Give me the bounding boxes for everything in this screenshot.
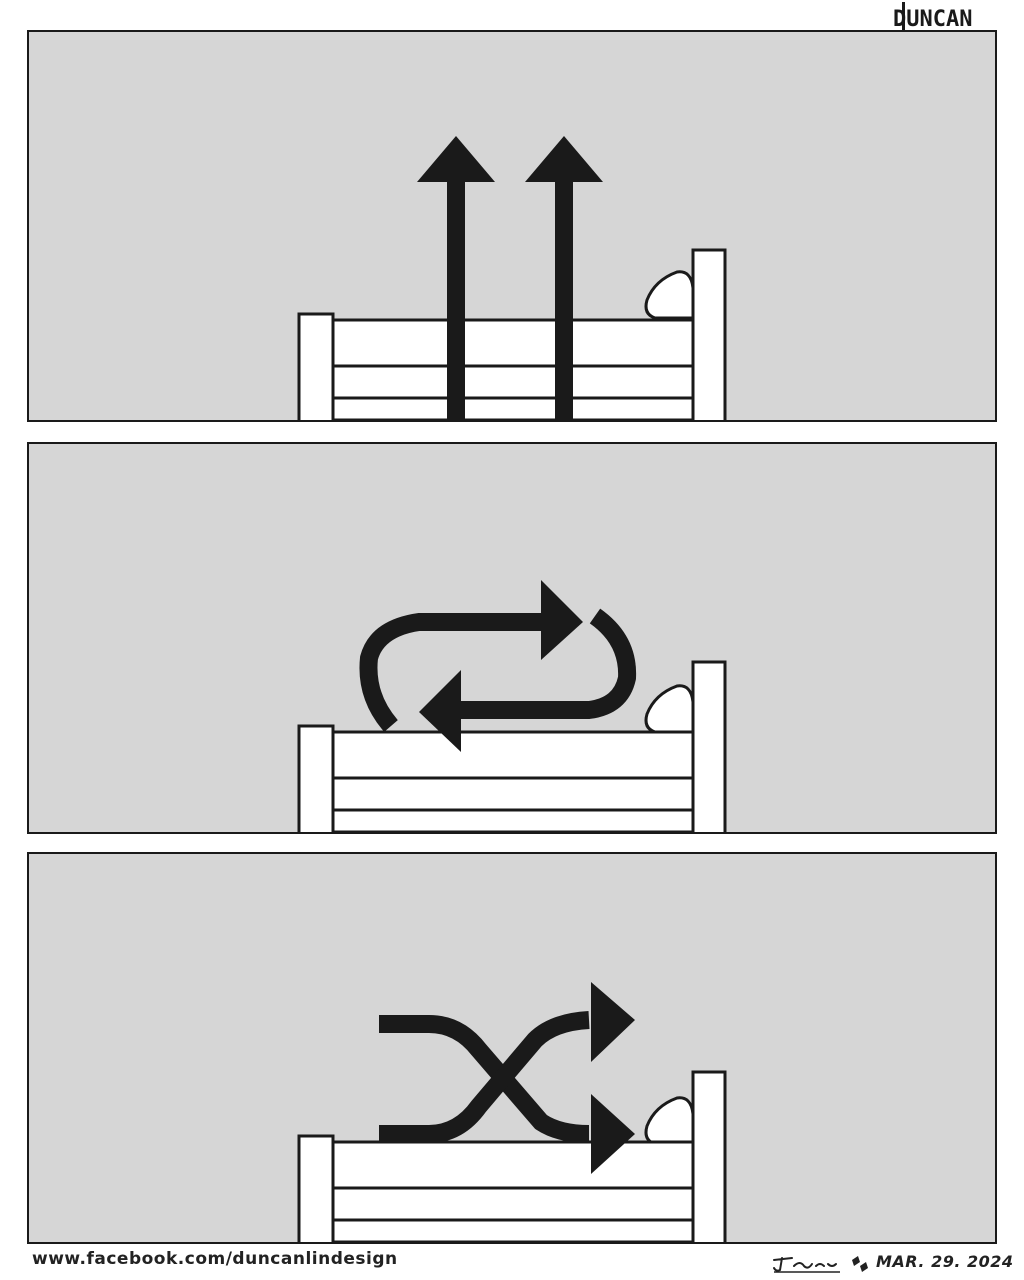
bed-headboard [691,248,727,420]
loop-arrow-top [359,613,544,732]
artist-signature [773,1256,868,1273]
bed-mattress [329,318,695,420]
comic-panel-2 [27,442,997,834]
logo-line-1: DUNCAN [893,7,973,32]
panel-3-drawing [297,982,727,1242]
arrow-shaft [447,178,465,420]
repeat-off-arrows-icon [417,136,603,420]
bed-mattress [329,1140,695,1242]
pillow [644,270,695,320]
shuffle-arrow-up [379,1011,590,1143]
arrow-head [591,982,635,1062]
arrow-head [525,136,603,182]
comic-panel-1 [27,30,997,422]
arrow-head [419,670,461,752]
bed-footboard [297,312,335,420]
footer-date: MAR. 29. 2024 [876,1252,1014,1271]
shuffle-arrow-down [379,1015,590,1143]
loop-arrow-bottom [459,608,637,719]
footer-url: www.facebook.com/duncanlindesign [32,1249,398,1269]
panel-2-drawing [297,580,727,832]
arrow-head [417,136,495,182]
pillow [644,1096,695,1146]
repeat-loop-icon [359,580,637,752]
bed-footboard [297,1134,335,1242]
bed-footboard [297,724,335,832]
pillow [644,684,695,734]
shuffle-icon [379,982,635,1174]
comic-panel-3 [27,852,997,1244]
bed-mattress [329,730,695,832]
bed-headboard [691,1070,727,1242]
panel-1-drawing [297,136,727,420]
arrow-head [541,580,583,660]
arrow-shaft [555,178,573,420]
arrow-head [591,1094,635,1174]
bed-headboard [691,660,727,832]
